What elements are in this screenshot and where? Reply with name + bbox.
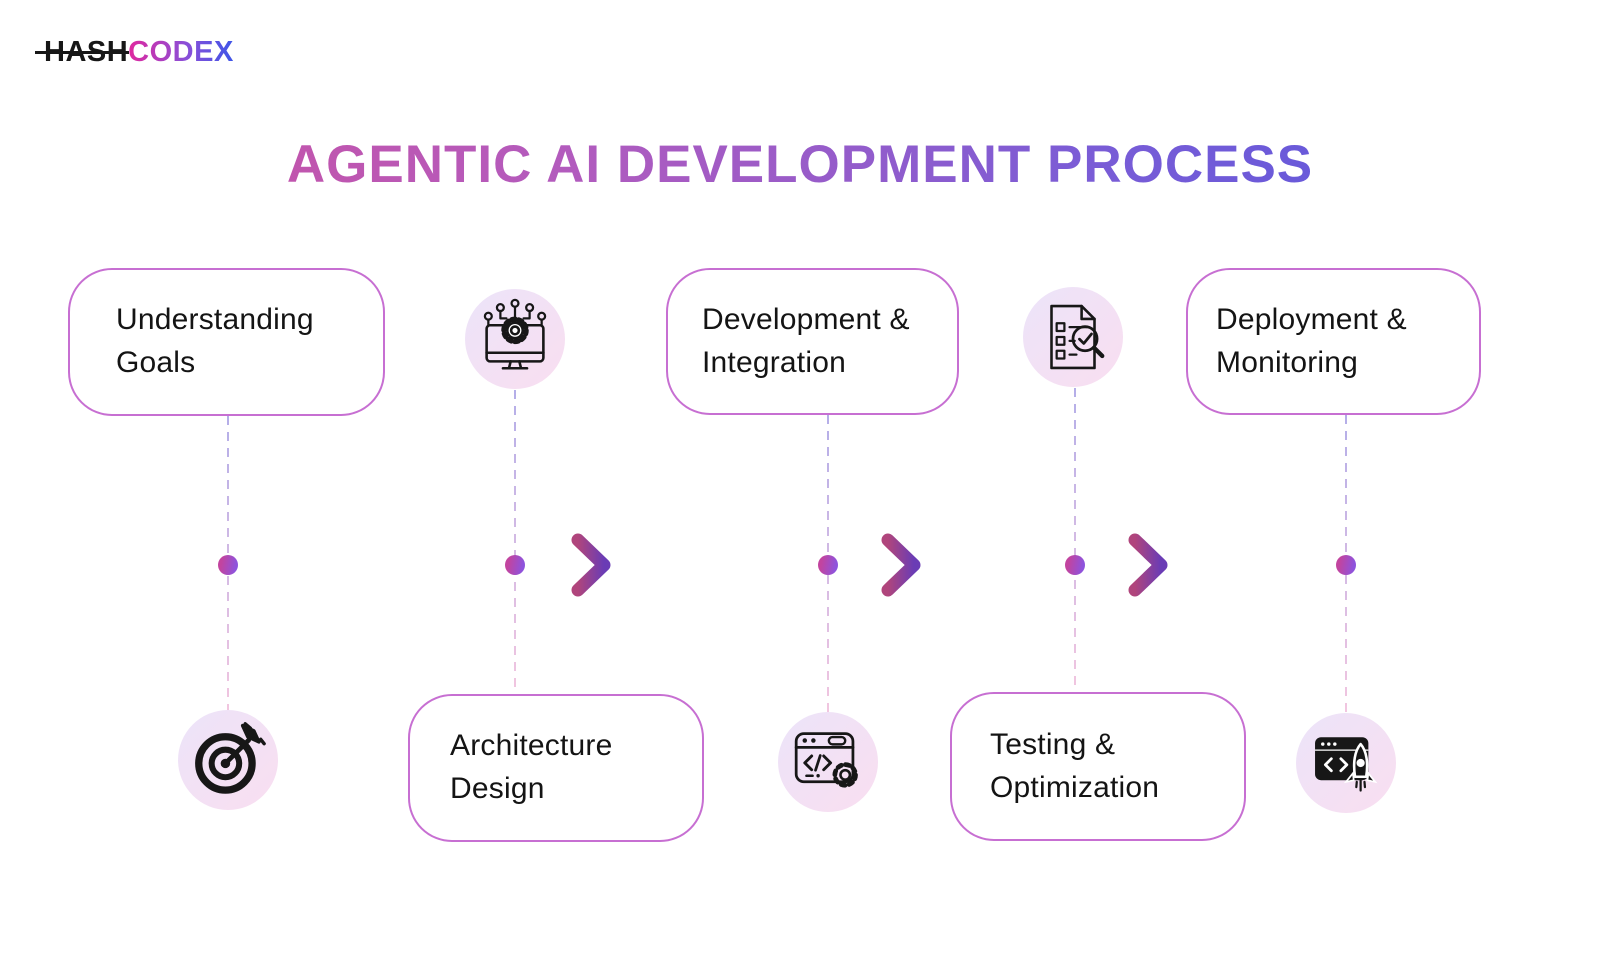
stage-label-line: Understanding [116, 303, 314, 337]
page-title: AGENTIC AI DEVELOPMENT PROCESS [0, 134, 1600, 195]
monitor-gear-network-icon [483, 298, 547, 370]
arrow-right-icon [846, 527, 926, 603]
rocket-launch-window-icon [1315, 737, 1378, 792]
stage-label-line: Integration [702, 345, 846, 379]
timeline-dot-1 [218, 555, 238, 575]
timeline-dot-3 [818, 555, 838, 575]
stage-icon-deployment-monitoring [1296, 713, 1396, 813]
code-window-gear-icon [794, 732, 858, 788]
stage-label-line: Testing & [990, 727, 1116, 761]
stage-card-understanding-goals: Understanding Goals [68, 268, 385, 416]
arrow-right-icon [1093, 527, 1173, 603]
brand-logo: HASHCODEX [34, 36, 234, 69]
brand-logo-hash: HASH [34, 36, 130, 68]
stage-label-line: Architecture [450, 729, 613, 763]
stage-card-deployment-monitoring: Deployment & Monitoring [1186, 268, 1481, 415]
stage-label-line: Design [450, 772, 545, 805]
stage-card-testing-optimization: Testing & Optimization [950, 692, 1246, 841]
stage-label-line: Monitoring [1216, 345, 1359, 379]
stage-icon-architecture-design [465, 289, 565, 389]
stage-label-line: Optimization [990, 770, 1160, 804]
stage-card-development-integration: Development & Integration [666, 268, 959, 415]
stage-label-line: Deployment & [1216, 302, 1407, 336]
stage-icon-development-integration [778, 712, 878, 812]
stage-label-line: Goals [116, 346, 196, 379]
connector-line-2 [514, 390, 516, 694]
connector-line-4 [1074, 388, 1076, 692]
checklist-magnifier-icon [1050, 304, 1105, 370]
arrow-right-icon [536, 527, 616, 603]
brand-logo-codex: CODEX [128, 36, 234, 68]
timeline-dot-4 [1065, 555, 1085, 575]
stage-label-line: Development & [702, 302, 910, 336]
stage-icon-testing-optimization [1023, 287, 1123, 387]
stage-icon-understanding-goals [178, 710, 278, 810]
timeline-dot-2 [505, 555, 525, 575]
timeline-dot-5 [1336, 555, 1356, 575]
stage-card-architecture-design: Architecture Design [408, 694, 704, 842]
target-dart-icon [195, 722, 266, 794]
